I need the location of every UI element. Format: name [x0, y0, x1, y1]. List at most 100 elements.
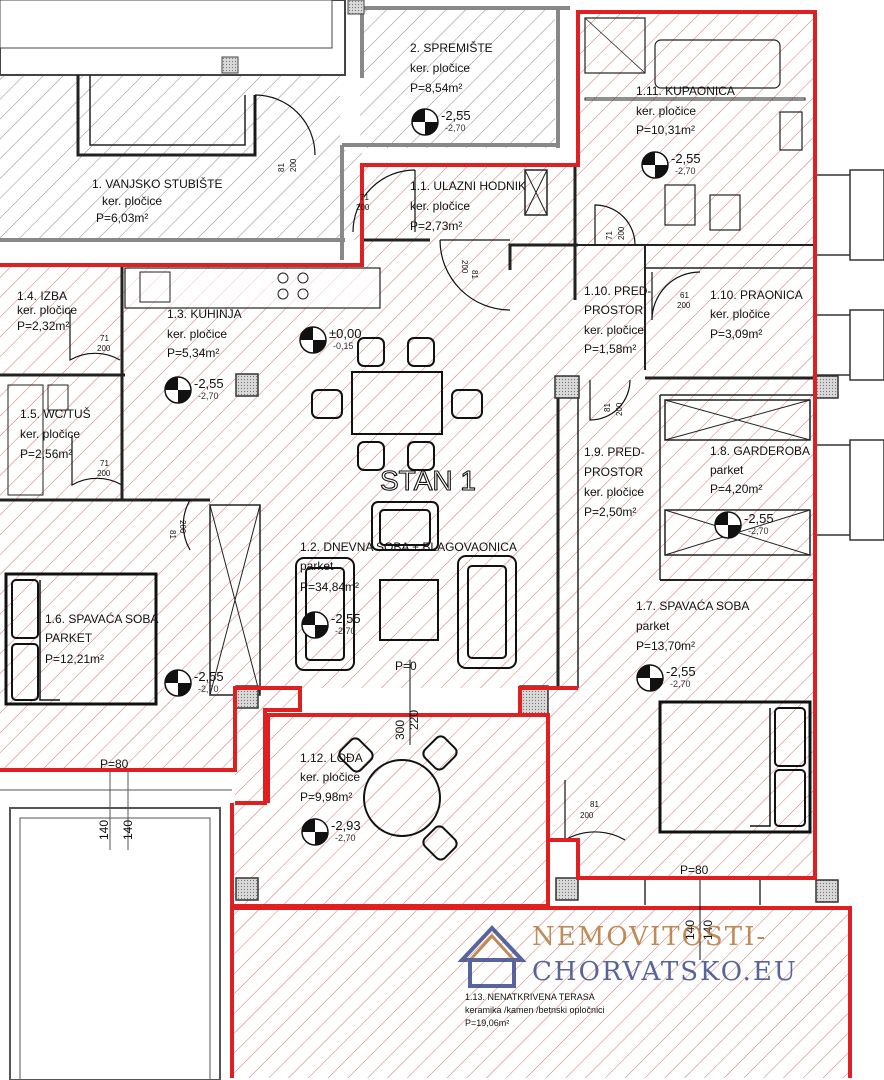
- svg-text:ker. pločice: ker. pločice: [167, 327, 227, 341]
- level-marker: ±0,00-0,15: [299, 326, 361, 354]
- level-sub: -2,70: [748, 526, 769, 536]
- level-sub: -2,70: [335, 626, 356, 636]
- room-label-wc-tus: 1.5. WC/TUŠ: [20, 406, 91, 421]
- svg-text:keramika /kamen /betnski oploč: keramika /kamen /betnski opločnici: [465, 1005, 605, 1015]
- svg-text:200: 200: [356, 203, 370, 212]
- level-sub: -2,70: [198, 391, 219, 401]
- level-main: -2,55: [194, 669, 224, 684]
- level-main: -2,55: [331, 611, 361, 626]
- level-main: -2,55: [744, 511, 774, 526]
- svg-text:ker. pločice: ker. pločice: [102, 194, 162, 208]
- level-marker: -2,55-2,70: [164, 376, 224, 404]
- svg-text:P=13,70m²: P=13,70m²: [636, 639, 695, 653]
- room-label-terasa: 1.13. NENATKRIVENA TERASA: [465, 992, 595, 1002]
- svg-text:140: 140: [683, 920, 697, 940]
- svg-text:parket: parket: [300, 559, 334, 573]
- svg-text:81: 81: [470, 270, 479, 279]
- level-sub: -2,70: [670, 679, 691, 689]
- svg-text:61: 61: [680, 291, 689, 300]
- svg-text:ker. pločice: ker. pločice: [584, 323, 644, 337]
- level-main: -2,55: [194, 376, 224, 391]
- svg-text:200: 200: [615, 402, 624, 416]
- svg-text:200: 200: [178, 520, 187, 534]
- svg-text:200: 200: [97, 469, 111, 478]
- svg-text:140: 140: [701, 920, 715, 940]
- svg-text:81: 81: [168, 530, 177, 539]
- level-main: -2,93: [331, 818, 361, 833]
- level-sub: -0,15: [333, 341, 354, 351]
- svg-text:ker. pločice: ker. pločice: [410, 199, 470, 213]
- level-marker: -2,55-2,70: [636, 664, 696, 692]
- level-marker: -2,55-2,70: [714, 511, 774, 539]
- svg-text:P=5,34m²: P=5,34m²: [167, 346, 219, 360]
- level-main: -2,55: [666, 664, 696, 679]
- dim-p80-right: P=80: [680, 863, 709, 877]
- room-label-vanjsko-stubiste: 1. VANJSKO STUBIŠTE: [92, 176, 222, 191]
- room-label-spremiste: 2. SPREMIŠTE: [410, 40, 493, 55]
- svg-text:200: 200: [289, 158, 298, 172]
- svg-text:P=9,98m²: P=9,98m²: [300, 790, 352, 804]
- svg-text:P=2,32m²: P=2,32m²: [17, 319, 69, 333]
- svg-text:PARKET: PARKET: [45, 631, 93, 645]
- house-logo-icon: [457, 925, 527, 988]
- apartment-title: STAN 1: [380, 465, 476, 496]
- level-main: -2,55: [671, 151, 701, 166]
- svg-text:P=6,03m²: P=6,03m²: [96, 211, 148, 225]
- svg-text:P=8,54m²: P=8,54m²: [410, 81, 462, 95]
- room-label-ulazni-hodnik: 1.1. ULAZNI HODNIK: [410, 179, 526, 193]
- svg-text:P=19,06m²: P=19,06m²: [465, 1018, 509, 1028]
- room-label-praonica: 1.10. PRAONICA: [710, 288, 803, 302]
- level-main: -2,55: [441, 108, 471, 123]
- svg-text:P=34,84m²: P=34,84m²: [300, 580, 359, 594]
- svg-text:140: 140: [97, 820, 111, 840]
- level-sub: -2,70: [445, 123, 466, 133]
- svg-text:81: 81: [590, 800, 599, 809]
- svg-text:ker. pločice: ker. pločice: [300, 770, 360, 784]
- room-label-kuhinja: 1.3. KUHINJA: [167, 307, 242, 321]
- apartment-area: [0, 12, 850, 1078]
- lower-left-structure: [0, 770, 232, 1080]
- level-sub: -2,70: [198, 684, 219, 694]
- svg-text:ker. pločice: ker. pločice: [17, 303, 77, 317]
- watermark: NEMOVITOSTI- CHORVATSKO.EU: [457, 922, 796, 988]
- svg-text:parket: parket: [710, 463, 744, 477]
- svg-text:200: 200: [580, 811, 594, 820]
- windows: [644, 169, 884, 905]
- svg-text:P=10,31m²: P=10,31m²: [636, 123, 695, 137]
- room-label-garderoba: 1.8. GARDEROBA: [710, 444, 810, 458]
- room-label-loda: 1.12. LOĐA: [300, 751, 363, 765]
- svg-text:200: 200: [97, 344, 111, 353]
- svg-text:71: 71: [100, 334, 109, 343]
- level-marker: -2,55-2,70: [411, 108, 471, 136]
- svg-text:200: 200: [617, 226, 626, 240]
- level-marker: -2,55-2,70: [164, 669, 224, 697]
- room-label-dnevna-soba: 1.2. DNEVNA SOBA + BLAGOVAONICA: [300, 540, 517, 554]
- level-marker: -2,55-2,70: [301, 611, 361, 639]
- svg-text:P=4,20m²: P=4,20m²: [710, 482, 762, 496]
- room-labels: 1. VANJSKO STUBIŠTE ker. pločice P=6,03m…: [17, 40, 810, 1028]
- svg-text:200: 200: [460, 260, 469, 274]
- svg-text:P=3,09m²: P=3,09m²: [710, 327, 762, 341]
- svg-text:P=1,58m²: P=1,58m²: [584, 342, 636, 356]
- svg-text:ker. pločice: ker. pločice: [20, 427, 80, 441]
- svg-text:P=12,21m²: P=12,21m²: [45, 652, 104, 666]
- svg-text:300: 300: [393, 720, 407, 740]
- svg-text:71: 71: [360, 193, 369, 202]
- svg-text:P=2,73m²: P=2,73m²: [410, 219, 462, 233]
- level-main: ±0,00: [329, 326, 361, 341]
- svg-text:ker. pločice: ker. pločice: [636, 104, 696, 118]
- svg-text:ker. pločice: ker. pločice: [710, 307, 770, 321]
- svg-text:200: 200: [677, 301, 691, 310]
- svg-text:PROSTOR: PROSTOR: [584, 465, 643, 479]
- svg-text:P=2,50m²: P=2,50m²: [584, 505, 636, 519]
- room-label-spavaca-soba-16: 1.6. SPAVAĆA SOBA: [45, 611, 158, 626]
- dim-p80-left: P=80: [100, 757, 129, 771]
- svg-text:PROSTOR: PROSTOR: [584, 303, 643, 317]
- level-markers: -2,55-2,70-2,55-2,70±0,00-0,15-2,55-2,70…: [164, 108, 774, 846]
- dim-p0: P=0: [395, 659, 417, 673]
- svg-text:ker. pločice: ker. pločice: [584, 485, 644, 499]
- level-marker: -2,55-2,70: [641, 151, 701, 179]
- svg-text:parket: parket: [636, 619, 670, 633]
- svg-text:71: 71: [100, 459, 109, 468]
